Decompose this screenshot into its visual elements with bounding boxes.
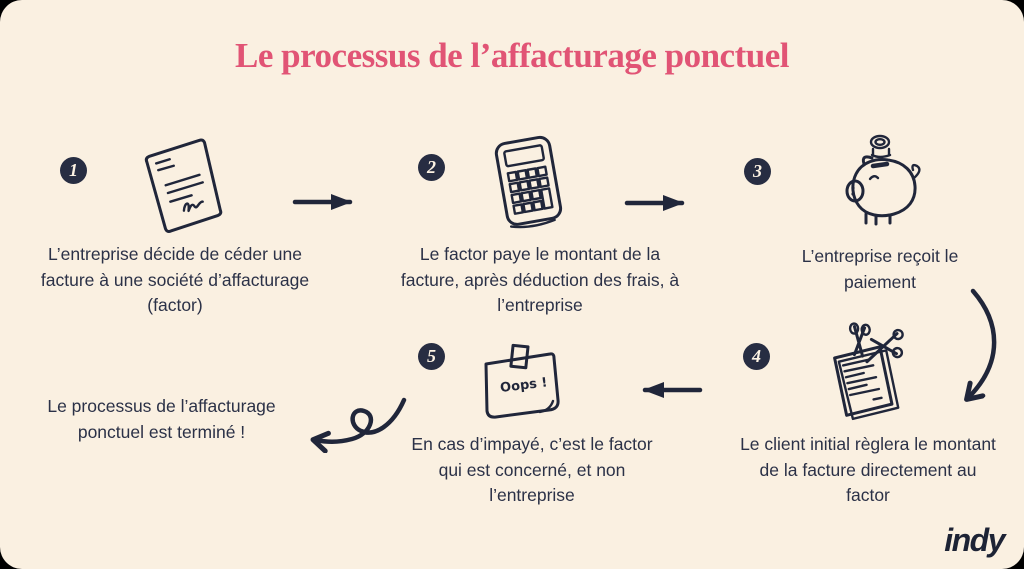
cut-invoice-icon bbox=[833, 322, 904, 421]
final-note: Le processus de l’affacturage ponctuel e… bbox=[47, 396, 276, 442]
indy-logo: indy bbox=[944, 522, 1005, 558]
calculator-icon bbox=[494, 135, 563, 229]
step-5-label: En cas d’impayé, c’est le factor qui est… bbox=[411, 434, 653, 505]
step-2-label: Le factor paye le montant de la facture,… bbox=[400, 244, 680, 315]
page-title: Le processus de l’affacturage ponctuel bbox=[235, 36, 789, 75]
step-4-label: Le client initial règlera le montant de … bbox=[740, 434, 996, 505]
oops-note-icon: Oops ! bbox=[484, 343, 560, 419]
arrow-step5-to-end bbox=[315, 397, 407, 442]
step-3-number-badge: 3 bbox=[744, 158, 771, 185]
step-4-number-badge: 4 bbox=[743, 343, 770, 370]
step-3-label: L’entreprise reçoit le paiement bbox=[801, 246, 959, 292]
piggy-bank-icon bbox=[845, 134, 921, 226]
step-2-number-badge: 2 bbox=[418, 154, 445, 181]
invoice-icon bbox=[144, 138, 223, 233]
step-5-number-badge: 5 bbox=[418, 343, 445, 370]
step-1-label: L’entreprise décide de céder une facture… bbox=[40, 244, 310, 315]
step-1-number-badge: 1 bbox=[60, 157, 87, 184]
arrow-step3-to-step4 bbox=[968, 288, 997, 398]
sticky-note-text: Oops ! bbox=[499, 375, 548, 396]
